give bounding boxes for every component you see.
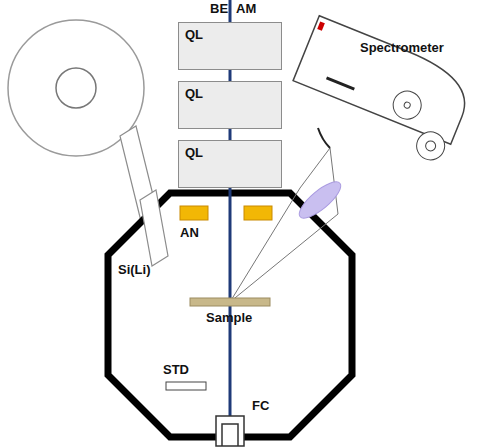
light-ray bbox=[230, 214, 338, 302]
lens-label: QL bbox=[179, 82, 209, 105]
beam-segment bbox=[229, 70, 232, 81]
part-label: Si(Li) bbox=[118, 262, 151, 277]
part-label: AN bbox=[180, 225, 199, 240]
quadrupole-lens: QL bbox=[178, 81, 282, 129]
part-label: FC bbox=[252, 398, 269, 413]
lens bbox=[294, 176, 345, 223]
beam-segment bbox=[229, 129, 232, 140]
light-ray bbox=[230, 188, 300, 302]
part-label: AM bbox=[236, 1, 256, 16]
part-label: Sample bbox=[206, 310, 252, 325]
detector-arm-inner bbox=[140, 190, 168, 266]
annular-detector bbox=[180, 206, 208, 220]
light-ray bbox=[330, 148, 338, 214]
spectrometer-body bbox=[284, 16, 476, 166]
lens-label: QL bbox=[179, 141, 209, 164]
optical-fiber bbox=[318, 128, 330, 148]
part-label: BE bbox=[210, 1, 228, 16]
part-label: Spectrometer bbox=[360, 40, 444, 55]
part-label: STD bbox=[163, 362, 189, 377]
beam-line bbox=[229, 0, 232, 24]
sample-holder bbox=[190, 298, 270, 306]
faraday-cup bbox=[216, 416, 244, 446]
faraday-cup-inner bbox=[222, 424, 238, 446]
lens-label: QL bbox=[179, 23, 209, 46]
dewar-hub bbox=[56, 68, 96, 108]
quadrupole-lens: QL bbox=[178, 140, 282, 188]
standard-target bbox=[166, 382, 206, 390]
light-ray bbox=[300, 148, 330, 188]
quadrupole-lens: QL bbox=[178, 22, 282, 70]
annular-detector bbox=[244, 206, 272, 220]
